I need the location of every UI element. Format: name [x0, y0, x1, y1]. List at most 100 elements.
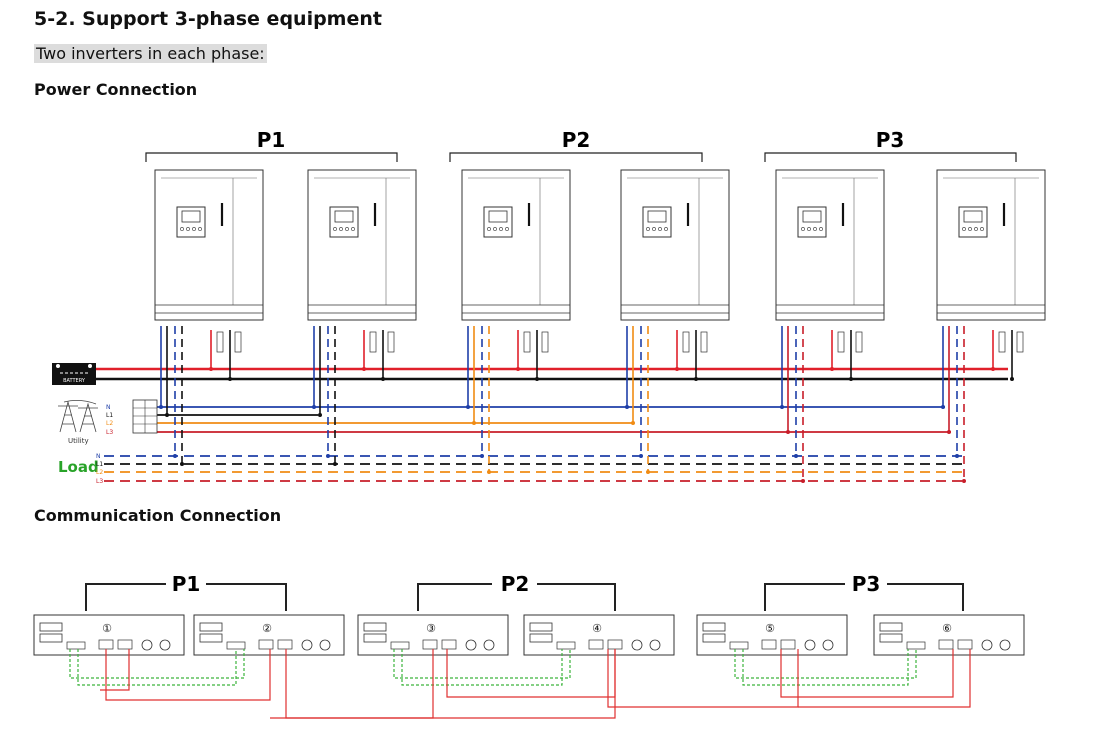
- ac-junction: [165, 413, 169, 417]
- comm-knob: [822, 639, 834, 651]
- comm-display: [199, 622, 223, 632]
- load-junction: [639, 454, 643, 458]
- unit-number: ④: [592, 622, 602, 635]
- utility-label: Utility: [68, 437, 89, 445]
- comm-knob: [631, 639, 643, 651]
- inverter-button: [962, 227, 966, 231]
- inverter-lcd-screen: [181, 210, 201, 223]
- comm-unit-1: ①: [33, 614, 185, 656]
- inverter-lcd-screen: [963, 210, 983, 223]
- inverter-button: [813, 227, 817, 231]
- utility-wire-label: N: [106, 404, 111, 411]
- inverter-button: [807, 227, 811, 231]
- inverter-body: [461, 169, 571, 321]
- unit-number: ⑥: [942, 622, 952, 635]
- parallel-port: [607, 639, 623, 650]
- comm-display: [363, 633, 387, 643]
- inverter-unit-3: [461, 169, 571, 353]
- parallel-link: [607, 649, 799, 708]
- power-connection-title: Power Connection: [34, 80, 198, 99]
- comm-bracket-p3-left: [764, 583, 845, 611]
- parallel-port: [957, 639, 973, 650]
- section-heading: 5-2. Support 3-phase equipment: [34, 8, 382, 30]
- share-link-p2: [393, 649, 571, 679]
- parallel-port: [422, 639, 438, 650]
- comm-display: [879, 633, 903, 643]
- inverter-button: [819, 227, 823, 231]
- ac-junction: [947, 430, 951, 434]
- battery-junction: [381, 377, 385, 381]
- battery-junction: [228, 377, 232, 381]
- comm-knob: [804, 639, 816, 651]
- inverter-breaker: [523, 331, 531, 353]
- group-label-p3: P3: [876, 128, 905, 152]
- battery-junction: [830, 367, 834, 371]
- comm-knob: [649, 639, 661, 651]
- load-junction: [487, 470, 491, 474]
- share-link-p1: [69, 649, 245, 679]
- inverter-body: [154, 169, 264, 321]
- comm-display: [879, 622, 903, 632]
- inverter-button: [505, 227, 509, 231]
- inverter-button: [658, 227, 662, 231]
- comm-knob: [981, 639, 993, 651]
- comm-unit-3: ③: [357, 614, 509, 656]
- share-port: [729, 641, 749, 650]
- comm-display: [529, 633, 553, 643]
- inverter-breaker: [1016, 331, 1024, 353]
- load-junction: [326, 454, 330, 458]
- load-junction: [801, 479, 805, 483]
- comm-unit-2: ②: [193, 614, 345, 656]
- power-connection-diagram: P1 P2 P3 BATTERY Utility Load: [52, 128, 1046, 485]
- inverter-breaker: [234, 331, 242, 353]
- load-junction: [333, 462, 337, 466]
- inverter-button: [351, 227, 355, 231]
- unit-number: ②: [262, 622, 272, 635]
- load-wire-label: L1: [96, 461, 103, 468]
- ac-junction: [941, 405, 945, 409]
- ac-junction: [159, 405, 163, 409]
- bracket-p2: [449, 152, 703, 162]
- comm-knob: [999, 639, 1011, 651]
- share-port: [66, 641, 86, 650]
- ac-junction: [312, 405, 316, 409]
- inverter-button: [980, 227, 984, 231]
- comm-unit-6: ⑥: [873, 614, 1025, 656]
- load-junction: [962, 479, 966, 483]
- comm-knob: [465, 639, 477, 651]
- inverter-breaker: [541, 331, 549, 353]
- bracket-p3: [764, 152, 1017, 162]
- inverter-lcd-screen: [488, 210, 508, 223]
- inverter-button: [198, 227, 202, 231]
- share-link-p1: [77, 649, 237, 686]
- battery-label: BATTERY: [63, 378, 86, 384]
- battery-junction: [1010, 377, 1014, 381]
- battery-junction: [516, 367, 520, 371]
- comm-display: [39, 633, 63, 643]
- parallel-port: [277, 639, 293, 650]
- inverter-body: [307, 169, 417, 321]
- inverter-breaker: [837, 331, 845, 353]
- inverter-breaker: [216, 331, 224, 353]
- inverter-lcd-screen: [802, 210, 822, 223]
- utility-tower-icon: [58, 400, 98, 433]
- comm-display: [199, 633, 223, 643]
- parallel-port: [117, 639, 133, 650]
- battery-junction: [675, 367, 679, 371]
- inverter-button: [186, 227, 190, 231]
- bracket-p1: [145, 152, 398, 162]
- group-label-p1: P1: [257, 128, 286, 152]
- ac-junction: [318, 413, 322, 417]
- battery-junction: [694, 377, 698, 381]
- parallel-link: [446, 649, 616, 698]
- ac-junction: [780, 405, 784, 409]
- load-junction: [646, 470, 650, 474]
- inverter-breaker: [855, 331, 863, 353]
- ac-junction: [472, 421, 476, 425]
- load-label: Load: [58, 458, 99, 476]
- parallel-link: [285, 649, 434, 719]
- inverter-unit-6: [936, 169, 1046, 353]
- inverter-button: [180, 227, 184, 231]
- parallel-port: [441, 639, 457, 650]
